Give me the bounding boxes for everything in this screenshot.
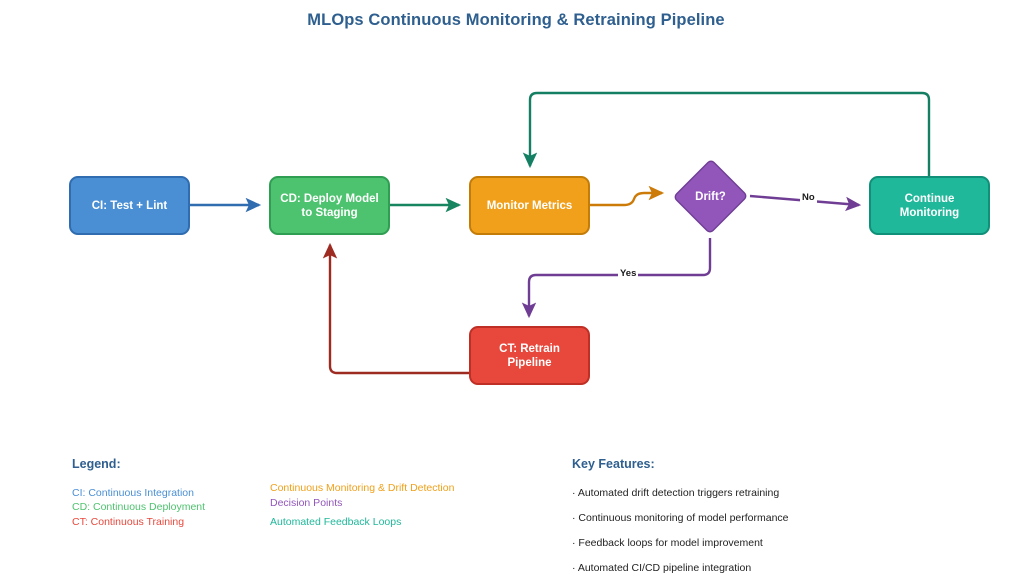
node-continue-monitoring[interactable]: Continue Monitoring: [869, 176, 990, 235]
node-cd-deploy-model[interactable]: CD: Deploy Model to Staging: [269, 176, 390, 235]
edge-monitor-to-drift: [590, 185, 665, 207]
key-feature-item: · Feedback loops for model improvement: [572, 536, 763, 549]
edge-label-yes: Yes: [618, 268, 639, 279]
legend-item-feedback-loops: Automated Feedback Loops: [270, 515, 402, 528]
node-ci-test-lint[interactable]: CI: Test + Lint: [69, 176, 190, 235]
key-feature-item: · Automated CI/CD pipeline integration: [572, 561, 752, 574]
key-feature-item: · Automated drift detection triggers ret…: [572, 486, 780, 499]
node-cd-label: CD: Deploy Model to Staging: [280, 192, 379, 219]
key-features-heading: Key Features:: [572, 457, 655, 471]
node-ct-retrain-pipeline[interactable]: CT: Retrain Pipeline: [469, 326, 590, 385]
node-ci-label: CI: Test + Lint: [91, 199, 168, 212]
node-drift-decision[interactable]: Drift?: [672, 158, 749, 235]
legend-item-ci: CI: Continuous Integration: [72, 486, 194, 499]
edge-label-no: No: [800, 192, 817, 203]
key-features-section: Key Features: · Automated drift detectio…: [572, 457, 902, 586]
legend-item-cd: CD: Continuous Deployment: [72, 501, 206, 513]
page-title: MLOps Continuous Monitoring & Retraining…: [307, 11, 725, 29]
node-drift-label: Drift?: [695, 190, 726, 203]
key-feature-item: · Continuous monitoring of model perform…: [572, 511, 789, 524]
edge-retrain-feedback-to-cd: [322, 242, 469, 375]
node-monitor-metrics[interactable]: Monitor Metrics: [469, 176, 590, 235]
legend-right-column: Continuous Monitoring & Drift Detection …: [270, 481, 500, 529]
edge-continue-feedback-to-monitor: [522, 91, 931, 176]
legend-left-column: Legend: CI: Continuous Integration CD: C…: [72, 457, 267, 529]
legend-item-monitoring: Continuous Monitoring & Drift Detection: [270, 482, 455, 494]
legend-heading: Legend:: [72, 457, 121, 471]
legend-item-decision-points: Decision Points: [270, 496, 343, 509]
node-monitor-label: Monitor Metrics: [486, 199, 573, 212]
node-retrain-label: CT: Retrain Pipeline: [499, 342, 560, 369]
node-continue-label: Continue Monitoring: [899, 192, 960, 219]
legend-item-ct: CT: Continuous Training: [72, 515, 185, 528]
